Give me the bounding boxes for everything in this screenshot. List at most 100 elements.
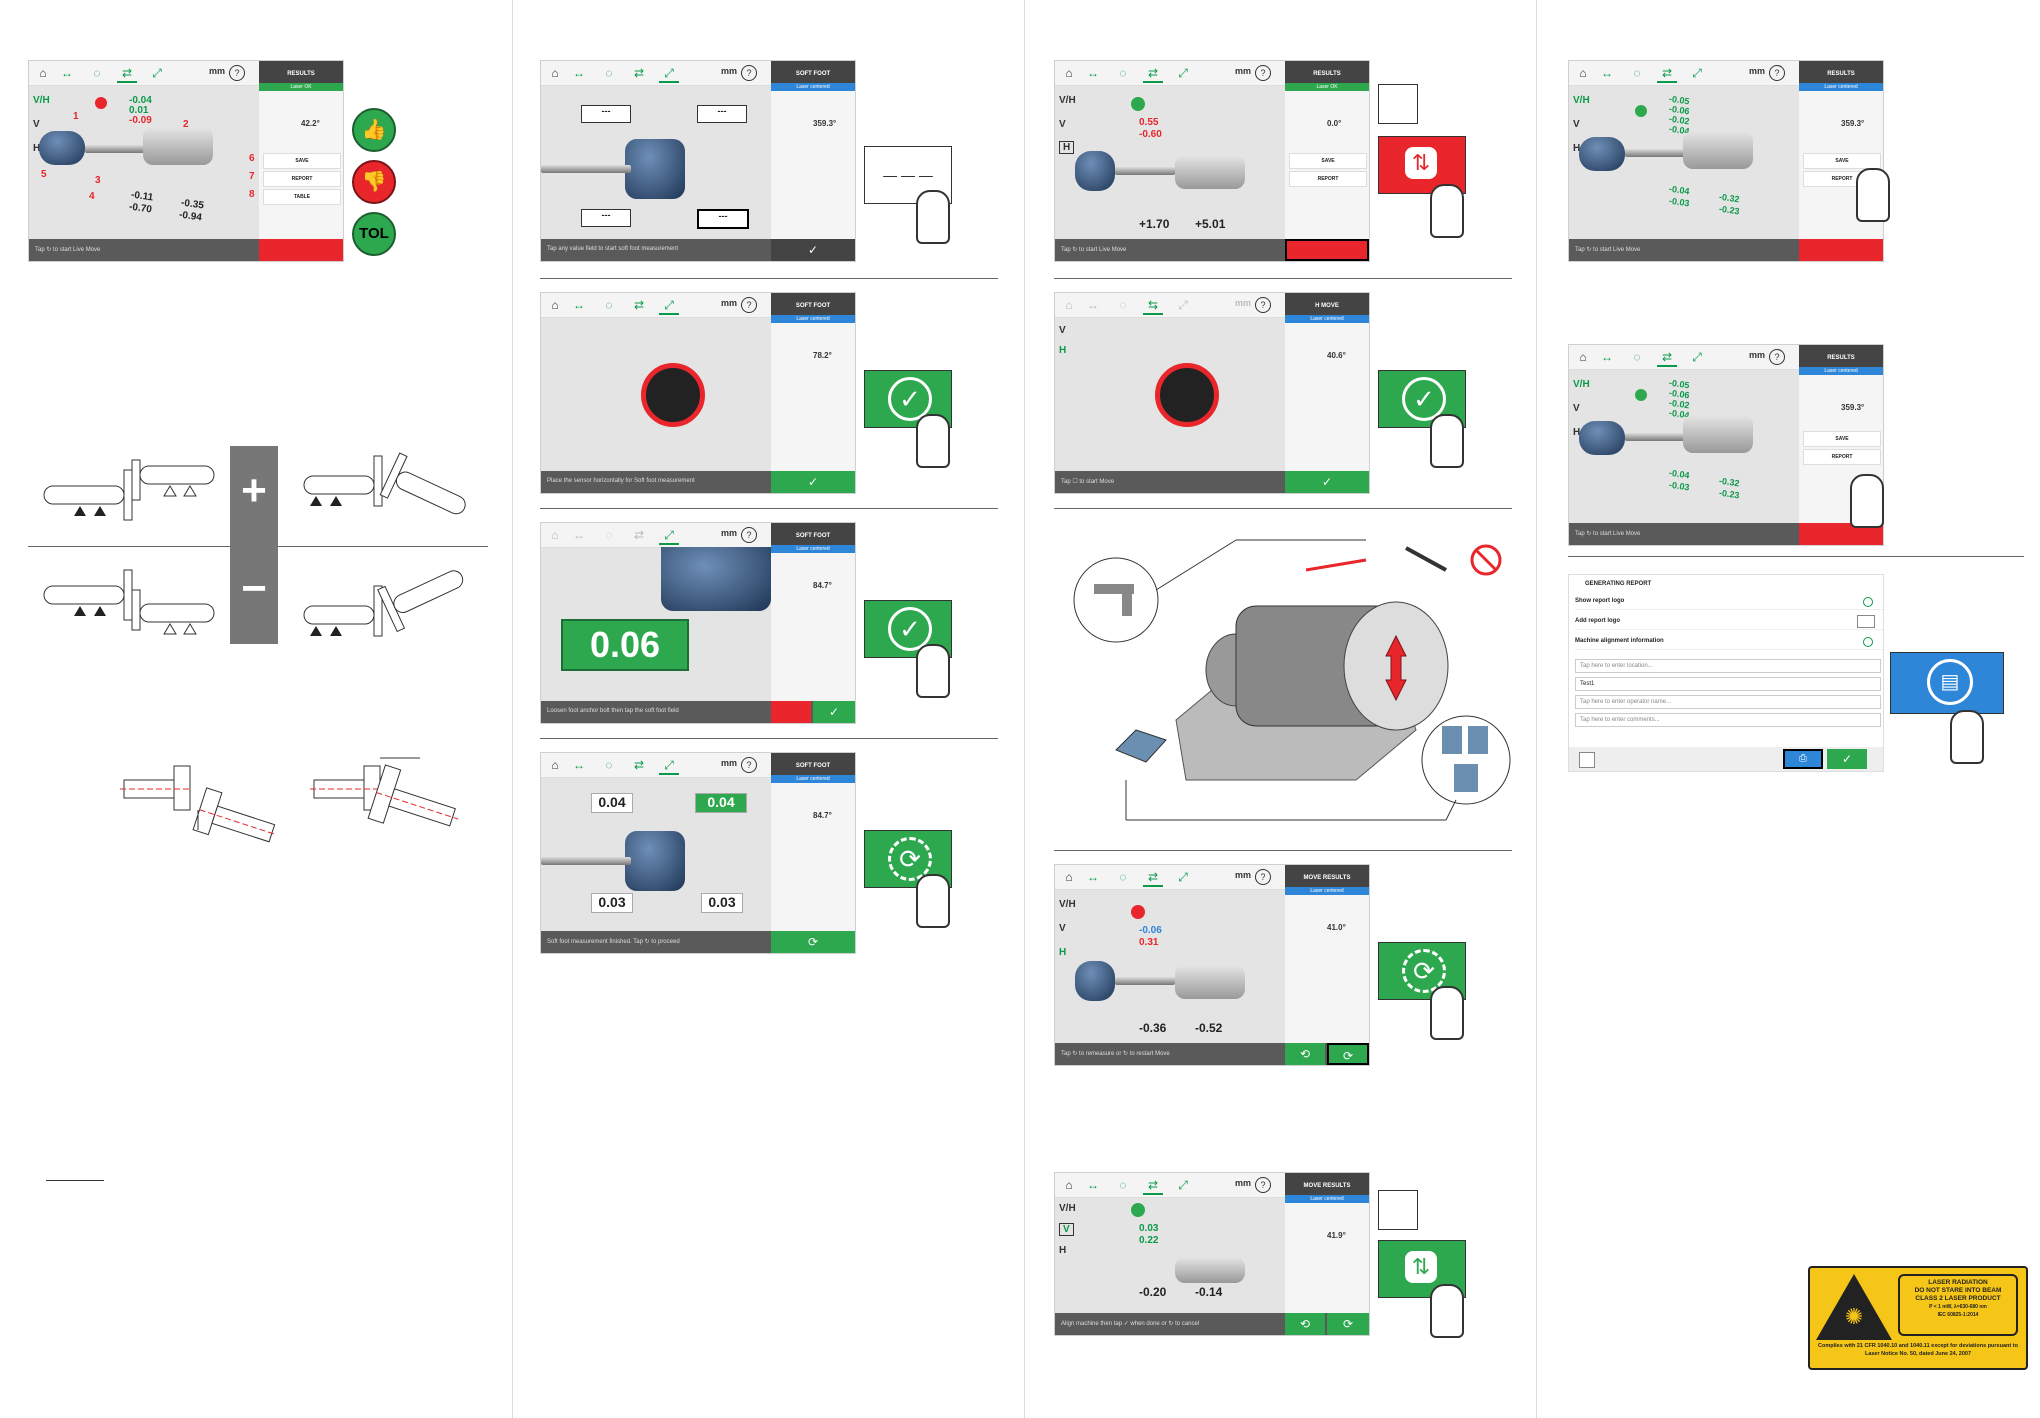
live-move-button[interactable]: ⟲ [259,239,343,261]
help-icon[interactable]: ? [1769,65,1785,81]
measure-icon[interactable]: ◌ [605,298,613,312]
softfoot-icon[interactable]: ⤢ [1178,1178,1188,1192]
softfoot-icon[interactable]: ⤢ [659,65,679,83]
results-icon[interactable]: ⇄ [117,65,137,83]
save-button[interactable]: SAVE [1803,431,1881,447]
help-icon[interactable]: ? [1255,1177,1271,1193]
units-label[interactable]: mm [721,528,738,538]
save-button[interactable]: SAVE [263,153,341,169]
units-label[interactable]: mm [721,298,738,308]
done-button[interactable]: ⟲ [1285,1313,1325,1335]
dimensions-icon[interactable]: ↔ [1087,298,1099,312]
h-label-selected[interactable]: H [1059,141,1075,154]
live-move-button[interactable]: ⟲ [1285,239,1369,261]
confirm-button[interactable]: ✓ [771,471,855,493]
softfoot-icon[interactable]: ⤢ [1178,298,1188,312]
foot-field-tl[interactable]: --- [581,105,631,123]
home-icon[interactable]: ⌂ [1579,66,1587,80]
units-label[interactable]: mm [1235,66,1252,76]
home-icon[interactable]: ⌂ [1065,298,1073,312]
softfoot-icon[interactable]: ⤢ [1178,870,1188,884]
results-icon[interactable]: ⇄ [1143,869,1163,887]
home-icon[interactable]: ⌂ [1065,1178,1073,1192]
v-label-selected[interactable]: V [1059,1223,1074,1236]
measure-icon[interactable]: ◌ [1633,350,1641,364]
results-icon[interactable]: ⇄ [633,528,645,542]
alignment-info-row[interactable]: Machine alignment information [1575,633,1883,650]
foot-field-br[interactable]: --- [697,209,749,229]
results-icon[interactable]: ⇄ [633,66,645,80]
home-icon[interactable]: ⌂ [551,528,559,542]
results-icon[interactable]: ⇄ [633,298,645,312]
name-input[interactable]: Test1 [1575,677,1881,691]
toggle[interactable] [1863,597,1873,607]
confirm-button[interactable]: ✓ [813,701,855,723]
foot-value-bl[interactable]: 0.03 [591,893,633,913]
units-label[interactable]: mm [1749,66,1766,76]
softfoot-icon[interactable]: ⤢ [659,757,679,775]
units-label[interactable]: mm [1235,298,1252,308]
home-icon[interactable]: ⌂ [551,66,559,80]
foot-value-tr[interactable]: 0.04 [695,793,747,813]
measure-icon[interactable]: ◌ [605,758,613,772]
softfoot-icon[interactable]: ⤢ [1178,66,1188,80]
measure-icon[interactable]: ◌ [605,66,613,80]
generate-pdf-button[interactable]: ⎙ [1783,749,1823,769]
results-icon[interactable]: ⇄ [1657,349,1677,367]
cancel-button[interactable]: ⟳ [1327,1313,1369,1335]
dimensions-icon[interactable]: ↔ [573,758,585,772]
dimensions-icon[interactable]: ↔ [61,66,73,80]
measure-icon[interactable]: ◌ [1119,1178,1127,1192]
proceed-button[interactable]: ⟳ [771,931,855,953]
add-logo-row[interactable]: Add report logo [1575,613,1883,630]
cancel-button[interactable]: ✕ [771,701,811,723]
operator-input[interactable]: Tap here to enter operator name... [1575,695,1881,709]
restart-move-button[interactable]: ⟲ [1285,1043,1325,1065]
units-label[interactable]: mm [721,758,738,768]
comments-input[interactable]: Tap here to enter comments... [1575,713,1881,727]
live-move-button[interactable]: ⟲ [1799,239,1883,261]
help-icon[interactable]: ? [1255,869,1271,885]
save-button[interactable]: SAVE [1803,153,1881,169]
help-icon[interactable]: ? [1769,349,1785,365]
dimensions-icon[interactable]: ↔ [573,66,585,80]
move-icon[interactable]: ⇆ [1143,297,1163,315]
file-icon[interactable] [1579,752,1595,768]
dimensions-icon[interactable]: ↔ [1087,66,1099,80]
help-icon[interactable]: ? [1255,297,1271,313]
report-button[interactable]: REPORT [1289,171,1367,187]
softfoot-icon[interactable]: ⤢ [659,527,679,545]
help-icon[interactable]: ? [741,757,757,773]
confirm-button[interactable]: ✓ [1285,471,1369,493]
home-icon[interactable]: ⌂ [1065,66,1073,80]
softfoot-icon[interactable]: ⤢ [659,297,679,315]
dimensions-icon[interactable]: ↔ [1601,350,1613,364]
measure-icon[interactable]: ◌ [93,66,101,80]
dimensions-icon[interactable]: ↔ [1601,66,1613,80]
location-input[interactable]: Tap here to enter location... [1575,659,1881,673]
remeasure-button[interactable]: ⟳ [1327,1043,1369,1065]
home-icon[interactable]: ⌂ [551,298,559,312]
units-label[interactable]: mm [1235,1178,1252,1188]
image-icon[interactable] [1857,615,1875,628]
measure-icon[interactable]: ◌ [1119,870,1127,884]
dimensions-icon[interactable]: ↔ [1087,870,1099,884]
help-icon[interactable]: ? [229,65,245,81]
softfoot-icon[interactable]: ⤢ [152,66,162,80]
units-label[interactable]: mm [1235,870,1252,880]
units-label[interactable]: mm [1749,350,1766,360]
dimensions-icon[interactable]: ↔ [573,298,585,312]
measure-icon[interactable]: ◌ [605,528,613,542]
softfoot-icon[interactable]: ⤢ [1692,350,1702,364]
results-icon[interactable]: ⇄ [633,758,645,772]
results-icon[interactable]: ⇄ [1143,1177,1163,1195]
foot-field-tr[interactable]: --- [697,105,747,123]
home-icon[interactable]: ⌂ [1579,350,1587,364]
home-icon[interactable]: ⌂ [1065,870,1073,884]
help-icon[interactable]: ? [741,297,757,313]
help-icon[interactable]: ? [741,527,757,543]
foot-value-tl[interactable]: 0.04 [591,793,633,813]
dimensions-icon[interactable]: ↔ [1087,1178,1099,1192]
measure-icon[interactable]: ◌ [1119,66,1127,80]
report-button[interactable]: REPORT [1803,449,1881,465]
